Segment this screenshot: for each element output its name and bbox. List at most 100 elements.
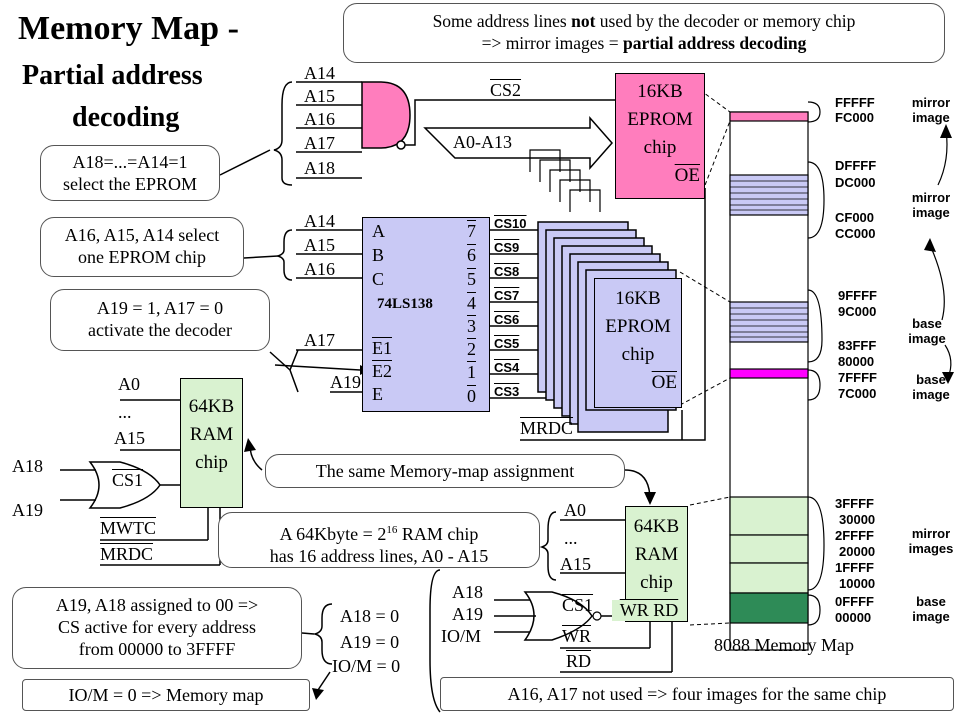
dec-input-a19: A19 — [330, 372, 361, 392]
cs2-label: CS2 — [490, 80, 522, 100]
dec-pin-e: E — [372, 384, 383, 404]
mrdc-label-top: MRDC — [520, 418, 574, 438]
eprom-stack-type: EPROM — [605, 316, 671, 337]
dec-out-0: 0 — [467, 386, 476, 406]
dec-out-5: 5 — [467, 269, 476, 289]
a0-a13-label: A0-A13 — [453, 132, 512, 152]
eprom-chip-top: 16KB EPROM chip OE — [615, 73, 705, 199]
ram-left-cs1: CS1 — [112, 470, 144, 490]
dec-out-6: 6 — [467, 245, 476, 265]
dec-out-1: 1 — [467, 362, 476, 382]
nand-input-a17: A17 — [304, 133, 335, 153]
addr-7ffff: 7FFFF — [838, 370, 877, 385]
addr-fc000: FC000 — [835, 110, 875, 125]
dec-pin-e2: E2 — [372, 361, 392, 381]
addr-fffff: FFFFF — [835, 95, 875, 110]
page-title: Memory Map - — [18, 10, 239, 47]
ram-left-mwtc: MWTC — [100, 518, 156, 538]
dec-out-7: 7 — [467, 221, 476, 241]
ram-left-a0: A0 — [118, 374, 140, 394]
note-a16-a17: A16, A17 not used => four images for the… — [440, 677, 954, 711]
addr-30000: 30000 — [839, 512, 876, 527]
addr-10000: 10000 — [839, 576, 876, 591]
ram-right-a15: A15 — [560, 554, 591, 574]
decoder-name: 74LS138 — [377, 296, 433, 312]
dec-input-a17: A17 — [304, 330, 335, 350]
nand-input-a18: A18 — [304, 158, 335, 178]
cs7-label: CS7 — [494, 288, 520, 303]
ram-left-a19: A19 — [12, 500, 43, 520]
addr-80000: 80000 — [838, 354, 875, 369]
eprom-top-size: 16KB — [637, 81, 683, 102]
dec-out-4: 4 — [467, 293, 476, 313]
nand-input-a16: A16 — [304, 109, 335, 129]
eq-iom: IO/M = 0 — [332, 656, 401, 676]
ram-right-dots: ... — [564, 528, 578, 548]
eq-a18: A18 = 0 — [340, 606, 400, 626]
addr-9c000: 9C000 — [838, 304, 877, 319]
addr-2ffff: 2FFFF — [835, 528, 874, 543]
nand-bubble — [396, 140, 406, 150]
eprom-stack-size: 16KB — [615, 288, 661, 309]
ram-right-wr: WR — [562, 626, 591, 646]
ram-left-mrdc: MRDC — [100, 544, 154, 564]
addr-0ffff: 0FFFF — [835, 594, 874, 609]
dec-out-2: 2 — [467, 339, 476, 359]
memory-map-caption: 8088 Memory Map — [714, 635, 854, 655]
eprom-stack-oe: OE — [651, 372, 677, 393]
page-subtitle-line2: decoding — [72, 102, 180, 133]
dec-pin-c: C — [372, 269, 385, 289]
nand-input-a15: A15 — [304, 86, 335, 106]
addr-83fff: 83FFF — [838, 338, 877, 353]
ram-left-a15: A15 — [114, 428, 145, 448]
dec-input-a15: A15 — [304, 235, 335, 255]
addr-9ffff: 9FFFF — [838, 288, 877, 303]
addr-dc000: DC000 — [835, 175, 876, 190]
note-a19-a18: A19, A18 assigned to 00 =>CS active for … — [12, 587, 302, 669]
or-gate-right — [523, 591, 593, 641]
addr-00000: 00000 — [835, 610, 872, 625]
addr-cf000: CF000 — [835, 210, 875, 225]
addr-dffff: DFFFF — [835, 158, 877, 173]
eprom-top-type: EPROM — [627, 109, 693, 130]
dec-pin-e1: E1 — [372, 338, 392, 358]
cs10-label: CS10 — [494, 216, 527, 231]
ram-left-dots: ... — [118, 402, 132, 422]
cs9-label: CS9 — [494, 240, 520, 255]
cs4-label: CS4 — [494, 360, 520, 375]
or-gate-left — [88, 461, 161, 509]
eprom-chip-stack: 16KB EPROM chip OE — [594, 278, 682, 408]
note-same-assignment: The same Memory-map assignment — [265, 454, 625, 488]
eprom-top-chip: chip — [643, 137, 677, 158]
dec-pin-a: A — [372, 221, 385, 241]
ram-right-a19: A19 — [452, 604, 483, 624]
addr-20000: 20000 — [839, 544, 876, 559]
nand-input-a14: A14 — [304, 63, 335, 83]
page-subtitle-line1: Partial address — [22, 60, 203, 91]
cs8-label: CS8 — [494, 264, 520, 279]
ram-right-rd: RD — [566, 651, 592, 671]
note-iom: IO/M = 0 => Memory map — [22, 679, 310, 711]
ram-right-a0: A0 — [564, 500, 586, 520]
nand-gate — [361, 81, 411, 149]
ram-left-a18: A18 — [12, 456, 43, 476]
ram-right-iom: IO/M — [441, 626, 481, 646]
eprom-stack-chip: chip — [621, 344, 655, 365]
dec-pin-b: B — [372, 245, 385, 265]
decoder-74ls138 — [362, 217, 490, 412]
note-ram-lines: A 64Kbyte = 216 RAM chip has 16 address … — [218, 512, 540, 568]
dec-input-a16: A16 — [304, 259, 335, 279]
a0-a13-arrow — [423, 116, 613, 170]
ram-right-cs1: CS1 — [562, 595, 594, 615]
eprom-top-oe: OE — [674, 165, 700, 186]
ram-right-a18: A18 — [452, 582, 483, 602]
eq-a19: A19 = 0 — [340, 632, 400, 652]
